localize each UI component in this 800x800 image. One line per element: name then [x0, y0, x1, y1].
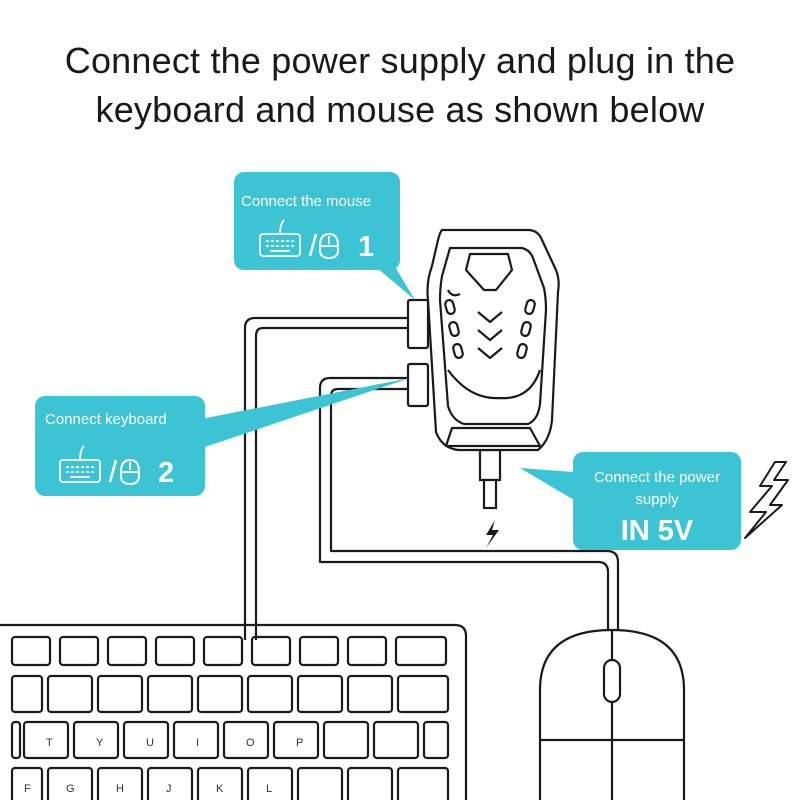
callout-power-voltage: IN 5V — [621, 515, 694, 547]
mouse-illustration — [538, 628, 686, 800]
key-label: F — [24, 783, 31, 795]
keyboard-icon — [59, 445, 101, 483]
power-cable — [478, 448, 502, 510]
adapter-device — [406, 228, 560, 452]
key-label: I — [196, 737, 199, 749]
mouse-icon — [319, 232, 339, 260]
callout-power-label-2: supply — [635, 491, 679, 508]
callout-keyboard-number: 2 — [158, 457, 174, 489]
key-label: O — [246, 737, 255, 749]
callout-power-label-1: Connect the power — [594, 469, 720, 486]
key-label: U — [146, 737, 154, 749]
key-label: H — [116, 783, 124, 795]
keyboard-illustration — [0, 623, 468, 800]
keyboard-cable — [318, 376, 620, 636]
page-title-line-2: keyboard and mouse as shown below — [95, 89, 705, 130]
lightning-icon — [486, 520, 499, 548]
key-label: L — [266, 783, 272, 795]
mouse-cable — [243, 316, 408, 640]
callout-keyboard: Connect keyboard 2 — [35, 378, 410, 496]
callout-keyboard-label: Connect keyboard — [45, 411, 167, 428]
key-label: P — [296, 737, 303, 749]
callout-mouse-label: Connect the mouse — [241, 193, 371, 210]
page-title-line-1: Connect the power supply and plug in the — [64, 40, 736, 81]
key-label: J — [166, 783, 172, 795]
callout-mouse-number: 1 — [358, 231, 374, 263]
key-label: T — [46, 737, 53, 749]
slash-separator — [308, 233, 318, 257]
mouse-icon — [120, 458, 140, 486]
key-label: K — [216, 783, 224, 795]
keyboard-key-labels: T Y U I O P F G H J K L — [24, 737, 303, 795]
usb-port-1 — [406, 298, 430, 350]
key-label: G — [66, 783, 75, 795]
key-label: Y — [96, 737, 104, 749]
lightning-icon — [744, 461, 789, 539]
keyboard-icon — [259, 219, 301, 257]
callout-power: Connect the power supply IN 5V — [520, 452, 741, 550]
callout-mouse: Connect the mouse 1 — [234, 172, 415, 300]
usb-port-2 — [406, 362, 430, 408]
slash-separator — [108, 459, 118, 483]
